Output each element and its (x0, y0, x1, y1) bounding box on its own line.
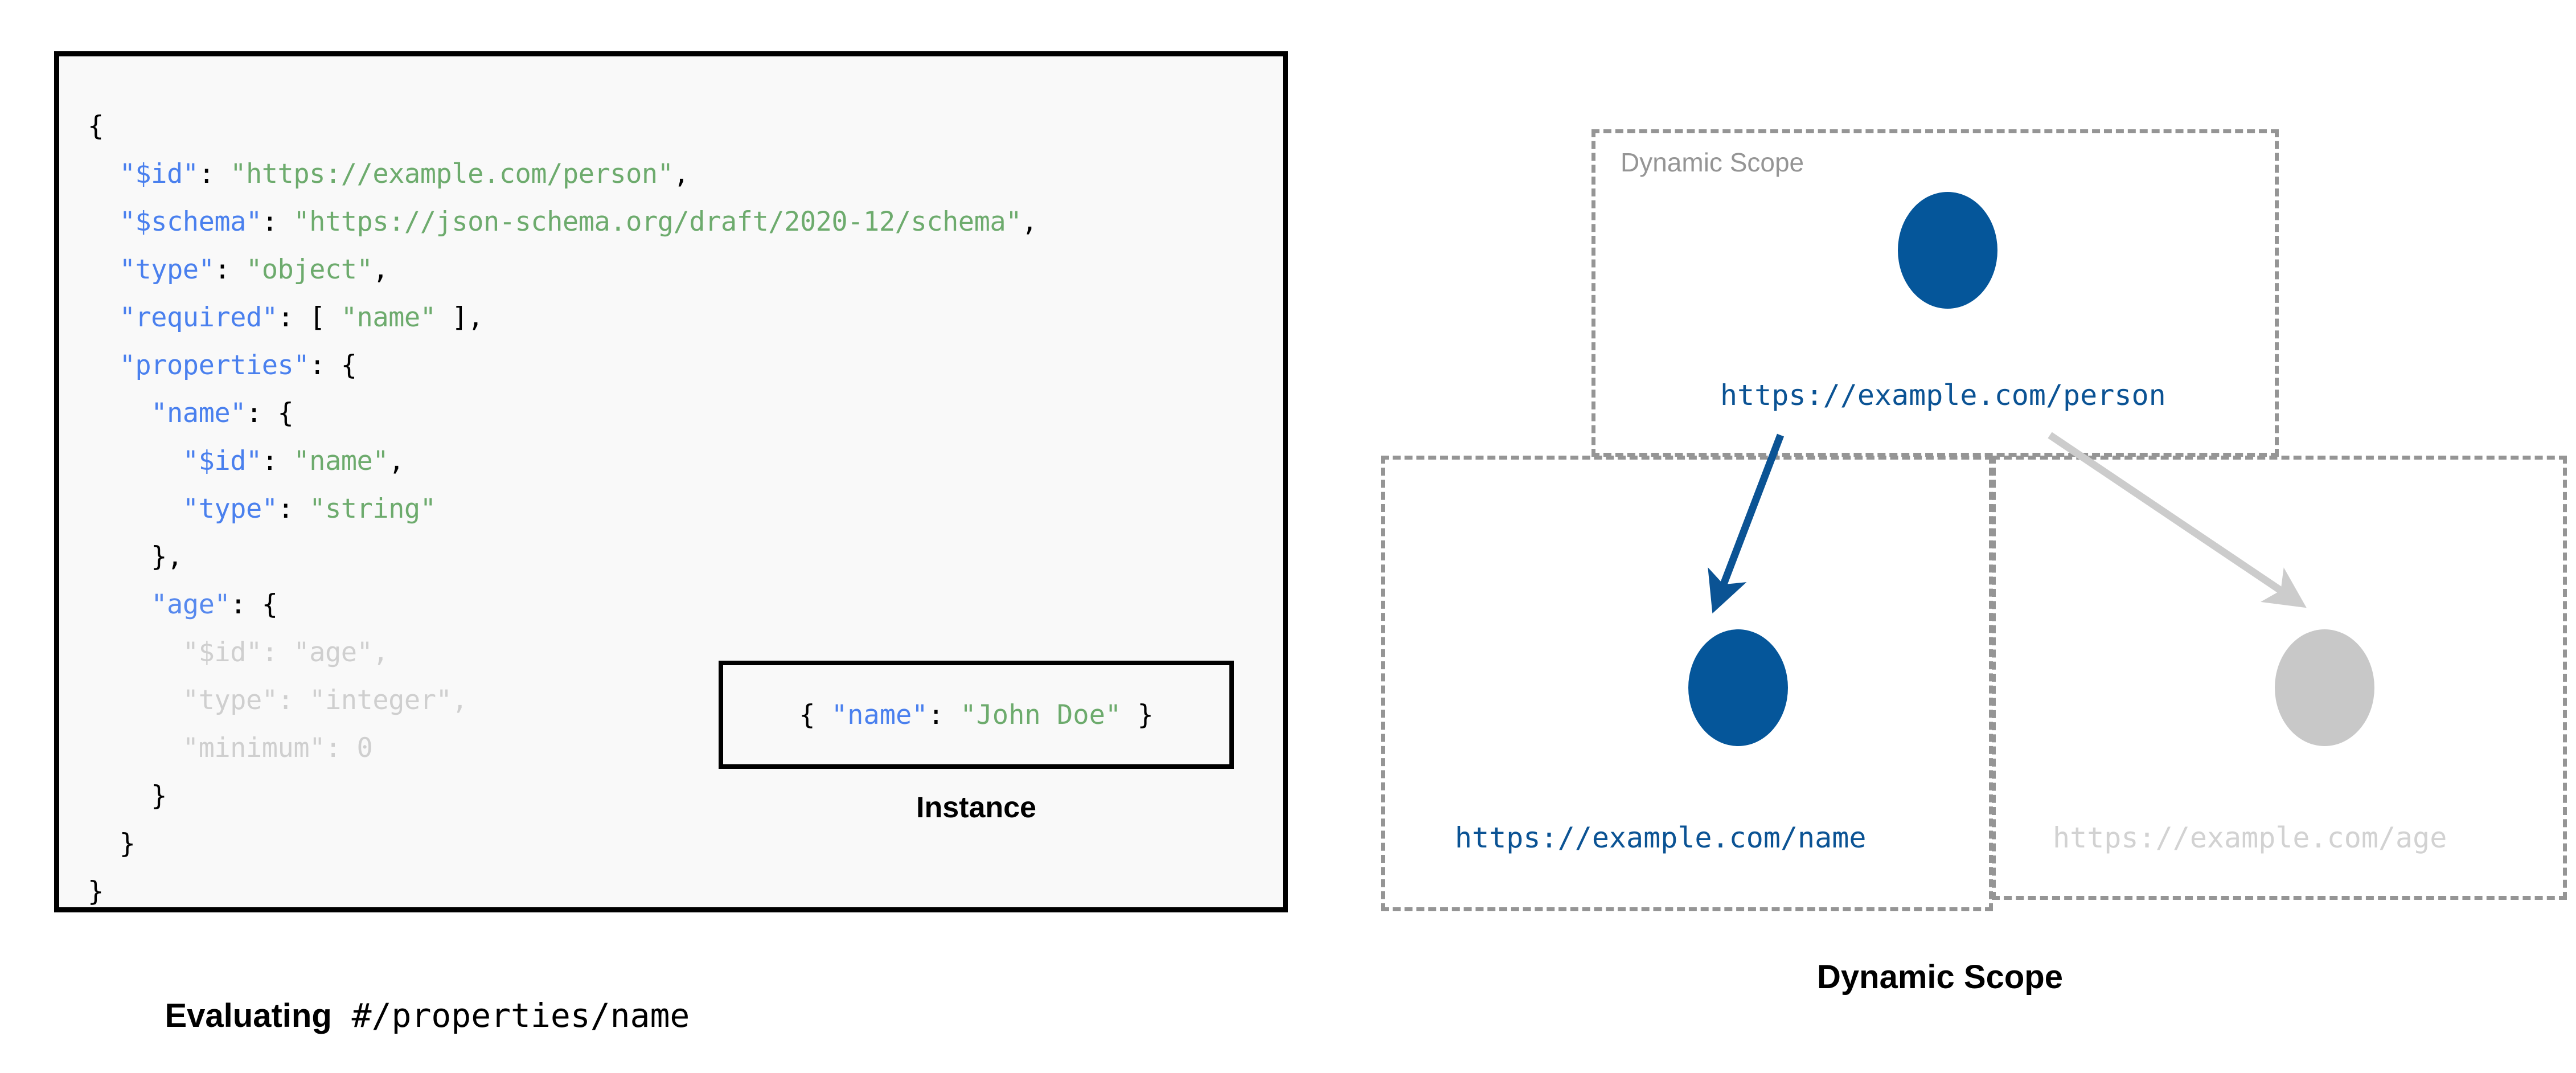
code-token (88, 398, 151, 429)
code-line: "name": { (88, 390, 1037, 437)
code-token: "string" (309, 493, 436, 525)
code-token: } (1121, 699, 1154, 731)
scope-box-person (1591, 129, 2279, 457)
code-token: "$schema" (119, 206, 262, 237)
code-token: "type": "integer", (182, 685, 468, 716)
code-token: : (277, 493, 310, 525)
code-token: "$id": "age", (182, 637, 389, 668)
scope-box-label: Dynamic Scope (1621, 148, 1804, 177)
code-token: , (1022, 206, 1037, 237)
scope-box-name (1381, 456, 1993, 911)
code-token: } (88, 876, 104, 907)
code-token: "name" (831, 699, 928, 731)
code-token: ], (436, 302, 483, 333)
code-line: "required": [ "name" ], (88, 294, 1037, 342)
code-token: "minimum": 0 (182, 732, 373, 764)
code-line: "type": "integer", (88, 677, 1037, 724)
code-line: "minimum": 0 (88, 724, 1037, 772)
code-token: { (88, 110, 104, 142)
code-token (88, 732, 183, 764)
code-line: "age": { (88, 581, 1037, 629)
code-token (88, 637, 183, 668)
code-token: : { (309, 350, 357, 381)
node-age-circle (2275, 629, 2374, 746)
code-token: : (214, 254, 246, 285)
code-token (88, 302, 120, 333)
evaluating-caption: Evaluating #/properties/name (128, 958, 690, 1073)
code-line: }, (88, 533, 1037, 581)
code-token: { (799, 699, 831, 731)
code-token: "https://json-schema.org/draft/2020-12/s… (293, 206, 1022, 237)
code-token: : (198, 158, 231, 190)
code-token: "properties" (119, 350, 310, 381)
code-token (88, 350, 120, 381)
code-line: "$id": "age", (88, 629, 1037, 677)
instance-box: { "name": "John Doe" } (719, 661, 1234, 769)
node-name-circle (1688, 629, 1788, 746)
code-token: "name" (293, 445, 389, 477)
node-age-label: https://example.com/age (2053, 821, 2447, 854)
schema-panel: { "$id": "https://example.com/person", "… (0, 0, 1304, 1054)
code-token (88, 445, 183, 477)
code-token: "type" (182, 493, 278, 525)
schema-code-text: { "$id": "https://example.com/person", "… (88, 103, 1037, 916)
code-line: "properties": { (88, 342, 1037, 390)
code-line: } (88, 820, 1037, 868)
dynamic-scope-panel: Dynamic Scope https://example.com/person… (1304, 0, 2576, 1054)
code-token (88, 254, 120, 285)
code-token: "type" (119, 254, 215, 285)
node-name-label: https://example.com/name (1455, 821, 1867, 854)
code-line: "type": "string" (88, 485, 1037, 533)
code-token (88, 589, 151, 620)
code-token: } (88, 780, 167, 812)
dynamic-scope-caption: Dynamic Scope (1817, 959, 2063, 996)
code-token: : { (230, 589, 278, 620)
instance-caption: Instance (916, 791, 1036, 824)
node-person-label: https://example.com/person (1720, 379, 2166, 412)
code-token: "age" (151, 589, 231, 620)
code-line: } (88, 868, 1037, 916)
code-token: } (88, 828, 136, 859)
evaluating-caption-bold: Evaluating (165, 997, 332, 1034)
code-token (88, 158, 120, 190)
code-token: "https://example.com/person" (230, 158, 674, 190)
code-token: "name" (341, 302, 436, 333)
evaluating-caption-pointer: #/properties/name (331, 996, 690, 1035)
code-line: { (88, 103, 1037, 150)
code-token (88, 206, 120, 237)
node-person-circle (1898, 192, 1997, 309)
code-token: : (928, 699, 961, 731)
code-token: "required" (119, 302, 278, 333)
schema-code-box: { "$id": "https://example.com/person", "… (54, 51, 1288, 912)
code-token (88, 685, 183, 716)
code-line: "$id": "name", (88, 437, 1037, 485)
code-token: : (261, 206, 294, 237)
code-token: , (388, 445, 404, 477)
code-token: , (372, 254, 389, 285)
code-token: : [ (277, 302, 341, 333)
code-token: }, (88, 541, 183, 572)
code-token: "$id" (182, 445, 262, 477)
code-line: "type": "object", (88, 246, 1037, 294)
code-line: } (88, 772, 1037, 820)
code-token: "John Doe" (960, 699, 1122, 731)
code-line: "$schema": "https://json-schema.org/draf… (88, 198, 1038, 246)
code-token: , (673, 158, 690, 190)
code-token (88, 493, 183, 525)
code-line: "$id": "https://example.com/person", (88, 150, 1037, 198)
instance-code-text: { "name": "John Doe" } (799, 699, 1154, 731)
code-token: "object" (245, 254, 373, 285)
code-token: : { (245, 398, 294, 429)
code-token: : (261, 445, 294, 477)
code-token: "$id" (119, 158, 199, 190)
code-token: "name" (151, 398, 246, 429)
